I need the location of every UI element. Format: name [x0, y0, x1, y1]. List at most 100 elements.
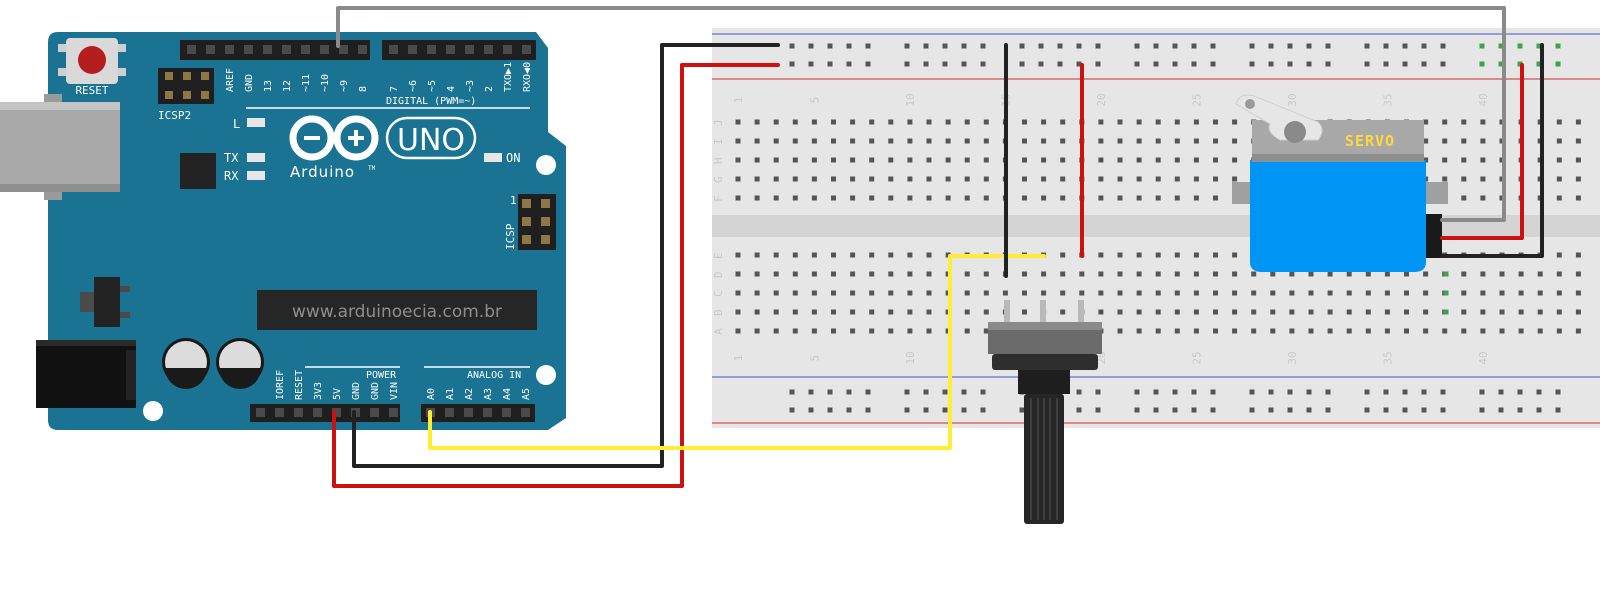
power-rail-hole[interactable] — [1498, 407, 1504, 413]
breadboard-hole[interactable] — [1537, 290, 1543, 296]
breadboard-hole[interactable] — [1423, 271, 1429, 277]
breadboard-hole[interactable] — [983, 176, 989, 182]
power-rail-hole[interactable] — [1268, 407, 1274, 413]
breadboard-hole[interactable] — [1213, 328, 1218, 334]
header-pin-socket[interactable] — [484, 45, 493, 54]
power-rail-hole[interactable] — [846, 389, 852, 395]
breadboard-hole[interactable] — [1232, 252, 1238, 258]
breadboard-hole[interactable] — [792, 157, 798, 163]
breadboard-hole-active[interactable] — [1443, 290, 1449, 296]
breadboard-hole[interactable] — [907, 328, 913, 334]
breadboard-hole[interactable] — [1556, 309, 1562, 315]
power-rail-hole[interactable] — [923, 389, 929, 395]
power-rail-hole[interactable] — [1249, 61, 1255, 67]
power-rail-hole[interactable] — [1555, 389, 1561, 395]
breadboard-hole[interactable] — [1174, 271, 1180, 277]
analog-pin-socket[interactable] — [502, 408, 511, 417]
breadboard-hole[interactable] — [1480, 328, 1486, 334]
breadboard-hole[interactable] — [1575, 195, 1581, 201]
breadboard-hole[interactable] — [983, 309, 989, 315]
power-rail-hole[interactable] — [865, 43, 871, 49]
breadboard-hole[interactable] — [869, 271, 875, 277]
breadboard-hole[interactable] — [1136, 195, 1142, 201]
breadboard-hole[interactable] — [1174, 157, 1180, 163]
breadboard-hole[interactable] — [1117, 119, 1123, 125]
power-rail-hole[interactable] — [1402, 43, 1408, 49]
breadboard-hole[interactable] — [811, 290, 817, 296]
breadboard-hole[interactable] — [888, 157, 894, 163]
header-pin-socket[interactable] — [389, 45, 398, 54]
power-rail-hole[interactable] — [1306, 43, 1312, 49]
breadboard-hole[interactable] — [1480, 138, 1486, 144]
breadboard-hole[interactable] — [926, 195, 932, 201]
breadboard-hole[interactable] — [1041, 271, 1047, 277]
breadboard-hole[interactable] — [983, 328, 989, 334]
breadboard-hole[interactable] — [1270, 309, 1276, 315]
breadboard-hole[interactable] — [1117, 195, 1123, 201]
power-rail-hole[interactable] — [1383, 407, 1389, 413]
breadboard-hole[interactable] — [1556, 195, 1562, 201]
breadboard-hole[interactable] — [773, 328, 779, 334]
breadboard-hole[interactable] — [1423, 328, 1429, 334]
power-rail-hole[interactable] — [1134, 389, 1140, 395]
breadboard-hole[interactable] — [1480, 176, 1486, 182]
breadboard-hole[interactable] — [1442, 138, 1448, 144]
breadboard-hole[interactable] — [1155, 309, 1161, 315]
breadboard-hole[interactable] — [945, 119, 951, 125]
breadboard-hole[interactable] — [1193, 271, 1199, 277]
breadboard-hole[interactable] — [888, 290, 894, 296]
breadboard-hole[interactable] — [850, 252, 856, 258]
breadboard-hole[interactable] — [1518, 290, 1524, 296]
power-rail-hole[interactable] — [1134, 43, 1140, 49]
breadboard-hole[interactable] — [888, 195, 894, 201]
breadboard-hole[interactable] — [888, 252, 894, 258]
breadboard-hole[interactable] — [1022, 309, 1027, 315]
power-rail-hole[interactable] — [1364, 61, 1370, 67]
power-rail-hole[interactable] — [808, 43, 814, 49]
power-rail-hole[interactable] — [942, 61, 948, 67]
breadboard-hole[interactable] — [1022, 195, 1027, 201]
breadboard-hole[interactable] — [1155, 271, 1161, 277]
breadboard-hole[interactable] — [1232, 309, 1238, 315]
breadboard-hole[interactable] — [1537, 309, 1543, 315]
breadboard-hole[interactable] — [1442, 176, 1448, 182]
breadboard-hole[interactable] — [1041, 176, 1047, 182]
breadboard-hole[interactable] — [888, 138, 894, 144]
breadboard-hole[interactable] — [1556, 328, 1562, 334]
power-pin-socket[interactable] — [389, 408, 398, 417]
breadboard-hole[interactable] — [1213, 157, 1218, 163]
power-rail-hole[interactable] — [827, 61, 833, 67]
breadboard-hole[interactable] — [1174, 328, 1180, 334]
power-rail-hole[interactable] — [1287, 61, 1293, 67]
power-rail-hole[interactable] — [789, 43, 795, 49]
power-rail-hole[interactable] — [1517, 389, 1523, 395]
breadboard-hole[interactable] — [1575, 290, 1581, 296]
power-rail-hole[interactable] — [1517, 61, 1523, 67]
breadboard-hole[interactable] — [1060, 271, 1066, 277]
breadboard-hole[interactable] — [773, 138, 779, 144]
breadboard-hole[interactable] — [1193, 328, 1199, 334]
breadboard-hole[interactable] — [1155, 195, 1161, 201]
breadboard-hole[interactable] — [1174, 138, 1180, 144]
breadboard-hole[interactable] — [1041, 195, 1047, 201]
breadboard-hole[interactable] — [869, 138, 875, 144]
breadboard-hole[interactable] — [1155, 119, 1161, 125]
power-rail-hole[interactable] — [1498, 389, 1504, 395]
power-rail-hole[interactable] — [1057, 43, 1063, 49]
power-pin-socket[interactable] — [275, 408, 284, 417]
breadboard-hole[interactable] — [792, 176, 798, 182]
breadboard-hole[interactable] — [1499, 309, 1505, 315]
breadboard-hole[interactable] — [1136, 252, 1142, 258]
breadboard-hole[interactable] — [1155, 176, 1161, 182]
power-rail-hole[interactable] — [1210, 43, 1216, 49]
breadboard-hole[interactable] — [964, 271, 970, 277]
power-rail-hole[interactable] — [1249, 43, 1255, 49]
breadboard-hole[interactable] — [1098, 309, 1104, 315]
breadboard-hole[interactable] — [1518, 328, 1524, 334]
power-rail-hole[interactable] — [1536, 389, 1542, 395]
breadboard-hole[interactable] — [1327, 309, 1333, 315]
breadboard-hole[interactable] — [1537, 271, 1543, 277]
breadboard-hole[interactable] — [811, 195, 817, 201]
breadboard-hole[interactable] — [964, 195, 970, 201]
power-rail-hole[interactable] — [1153, 43, 1159, 49]
